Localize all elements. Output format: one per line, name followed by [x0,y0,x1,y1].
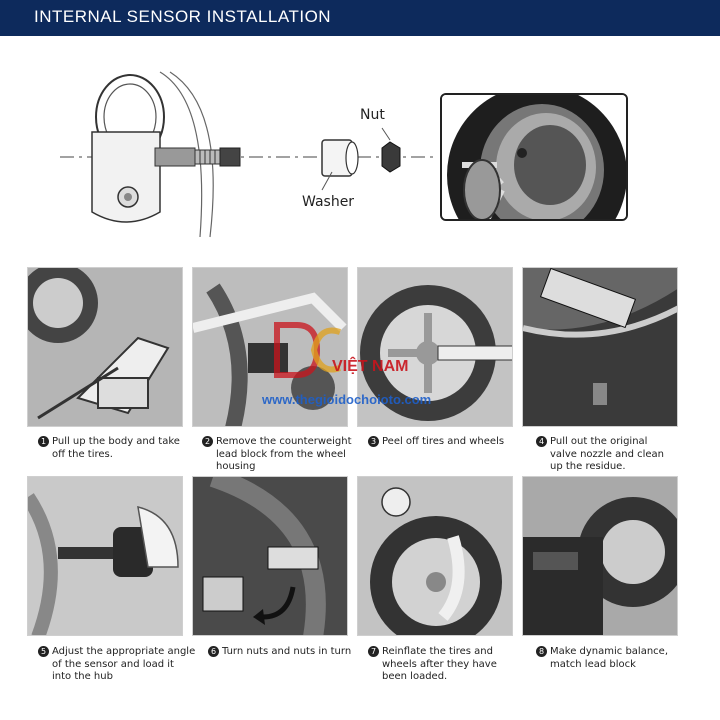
step-8-number: 8 [536,646,547,657]
step-1-number: 1 [38,436,49,447]
wheel-illustration [442,95,626,219]
step-6-line-1: Turn nuts and nuts in turn [222,646,352,657]
wheel-sensor-photo [440,93,628,221]
step-8-line-2: match lead block [550,658,636,670]
step-7-line-2: wheels after they have [382,658,497,670]
step-5-line-1: Adjust the appropriate angle [52,646,196,657]
step-2-line-3: housing [216,461,256,472]
step-8-image [522,476,678,636]
step-3-image [357,267,513,427]
step-7-image [357,476,513,636]
sensor-diagram-drawing [60,71,435,238]
step-1-line-2: off the tires. [52,448,113,460]
watermark: VIỆT NAM www.thegioidochoioto.com [262,320,462,410]
step-2-line-1: Remove the counterweight [216,436,352,447]
step-4-line-3: up the residue. [550,461,626,472]
washer-label: Washer [302,194,355,210]
step-7-number: 7 [368,646,379,657]
step-5-line-3: into the hub [52,671,113,682]
step-2-line-2: lead block from the wheel [216,448,346,460]
sensor-exploded-diagram: Nut Washer [60,62,440,242]
nut-label: Nut [360,107,385,123]
step-4-image [522,267,678,427]
step-3-number: 3 [368,436,379,447]
step-8-line-1: Make dynamic balance, [550,646,668,657]
step-6-number: 6 [208,646,219,657]
step-5-number: 5 [38,646,49,657]
step-4-line-1: Pull out the original [550,436,648,447]
step-4-number: 4 [536,436,547,447]
step-4-line-2: valve nozzle and clean [550,448,665,460]
watermark-url: www.thegioidochoioto.com [262,392,432,407]
page-title: INTERNAL SENSOR INSTALLATION [34,7,332,26]
watermark-brand: VIỆT NAM [332,358,409,375]
watermark-logo-icon [274,322,341,378]
step-5-line-2: of the sensor and load it [52,658,174,670]
header-bar: INTERNAL SENSOR INSTALLATION [0,0,720,36]
step-6-image [192,476,348,636]
step-1-line-1: Pull up the body and take [52,436,180,447]
step-7-line-1: Reinflate the tires and [382,646,493,657]
step-3-line-1: Peel off tires and wheels [382,436,505,447]
step-5-image [27,476,183,636]
step-2-image [192,267,348,427]
step-1-image [27,267,183,427]
step-7-line-3: been loaded. [382,671,448,682]
step-2-number: 2 [202,436,213,447]
